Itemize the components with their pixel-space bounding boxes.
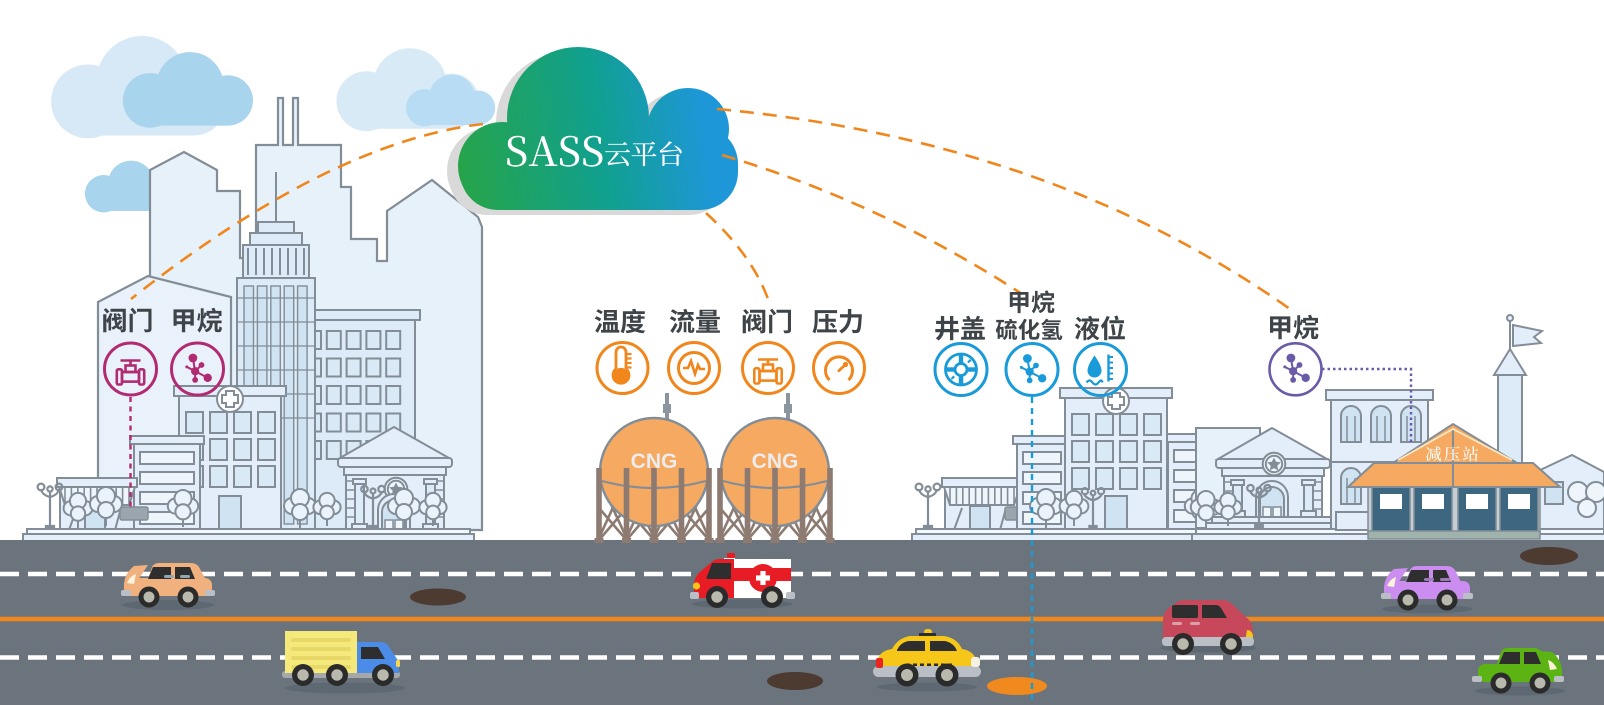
- svg-text:CNG: CNG: [752, 450, 799, 473]
- svg-text:CNG: CNG: [631, 450, 678, 473]
